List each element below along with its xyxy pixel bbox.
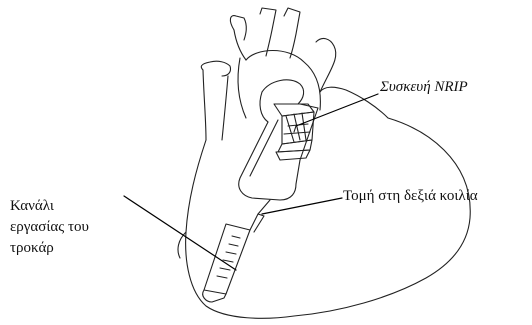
leader-line-incision [262,198,342,214]
device-label: Συσκευή NRIP [380,77,468,98]
incision-label: Τομή στη δεξιά κοιλία [343,186,478,207]
trocar-label-line-1: Κανάλι [10,196,89,217]
leader-line-trocar [124,196,236,270]
trocar-label-line-3: τροκάρ [10,238,89,259]
aortic-arch-branches [230,8,300,60]
superior-vena-cava [201,61,230,140]
leader-lines [124,94,378,270]
leader-line-device [296,94,378,126]
trocar [203,200,270,302]
trocar-channel-label: Κανάλι εργασίας του τροκάρ [10,196,89,259]
aorta [238,51,320,119]
trocar-label-line-2: εργασίας του [10,217,89,238]
nrip-device [274,104,314,160]
